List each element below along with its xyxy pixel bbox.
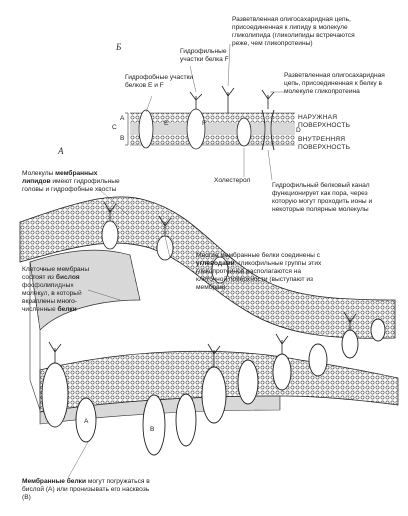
label-membrane-proteins: Мембранные белки могут погружаться в бис… — [22, 478, 150, 501]
label-membrane-lipids: Молекулы мембранных липидов имеют гидроф… — [22, 170, 120, 193]
label-cholesterol: Холестерол — [214, 177, 251, 184]
protein-F — [186, 108, 206, 150]
label-protein-A: A — [84, 418, 89, 425]
cholesterol-mark — [236, 117, 252, 147]
protein-A — [75, 397, 97, 443]
label-cell-membranes: Клеточные мембраны состоят из бислоя фос… — [22, 266, 90, 313]
label-A-top: A — [120, 115, 125, 122]
label-outer-surface: НАРУЖНАЯ ПОВЕРХНОСТЬ — [298, 114, 351, 129]
label-B-top: B — [120, 135, 125, 142]
top-bilayer — [125, 43, 295, 181]
label-C: C — [112, 124, 117, 131]
protein-A-left — [41, 362, 69, 428]
panel-letter-b: Б — [116, 42, 122, 52]
label-branched-lipid: Разветвленная олигосахаридная цепь, прис… — [232, 16, 355, 47]
label-F: F — [202, 120, 207, 127]
label-hydrophilic-F: Гидрофильные участки белка F — [180, 48, 229, 63]
label-protein-B: B — [150, 426, 155, 433]
protein-E — [138, 109, 154, 149]
label-branched-protein: Разветвленная олигосахаридная цепь, прис… — [284, 72, 385, 95]
label-channel: Гидрофильный белковый канал функционируе… — [272, 182, 373, 213]
label-carbohydrates: Многие мембранные белки соединены с угле… — [196, 252, 322, 291]
label-inner-surface: ВНУТРЕННЯЯ ПОВЕРХНОСТЬ — [298, 136, 351, 151]
label-E: E — [164, 120, 169, 127]
label-hydrophobic-EF: Гидрофобные участки белков E и F — [125, 74, 194, 89]
label-D: D — [296, 127, 301, 134]
panel-letter-a: А — [58, 146, 64, 156]
protein-B — [142, 394, 166, 456]
channel-protein — [261, 109, 275, 151]
membrane-3d — [19, 189, 399, 479]
